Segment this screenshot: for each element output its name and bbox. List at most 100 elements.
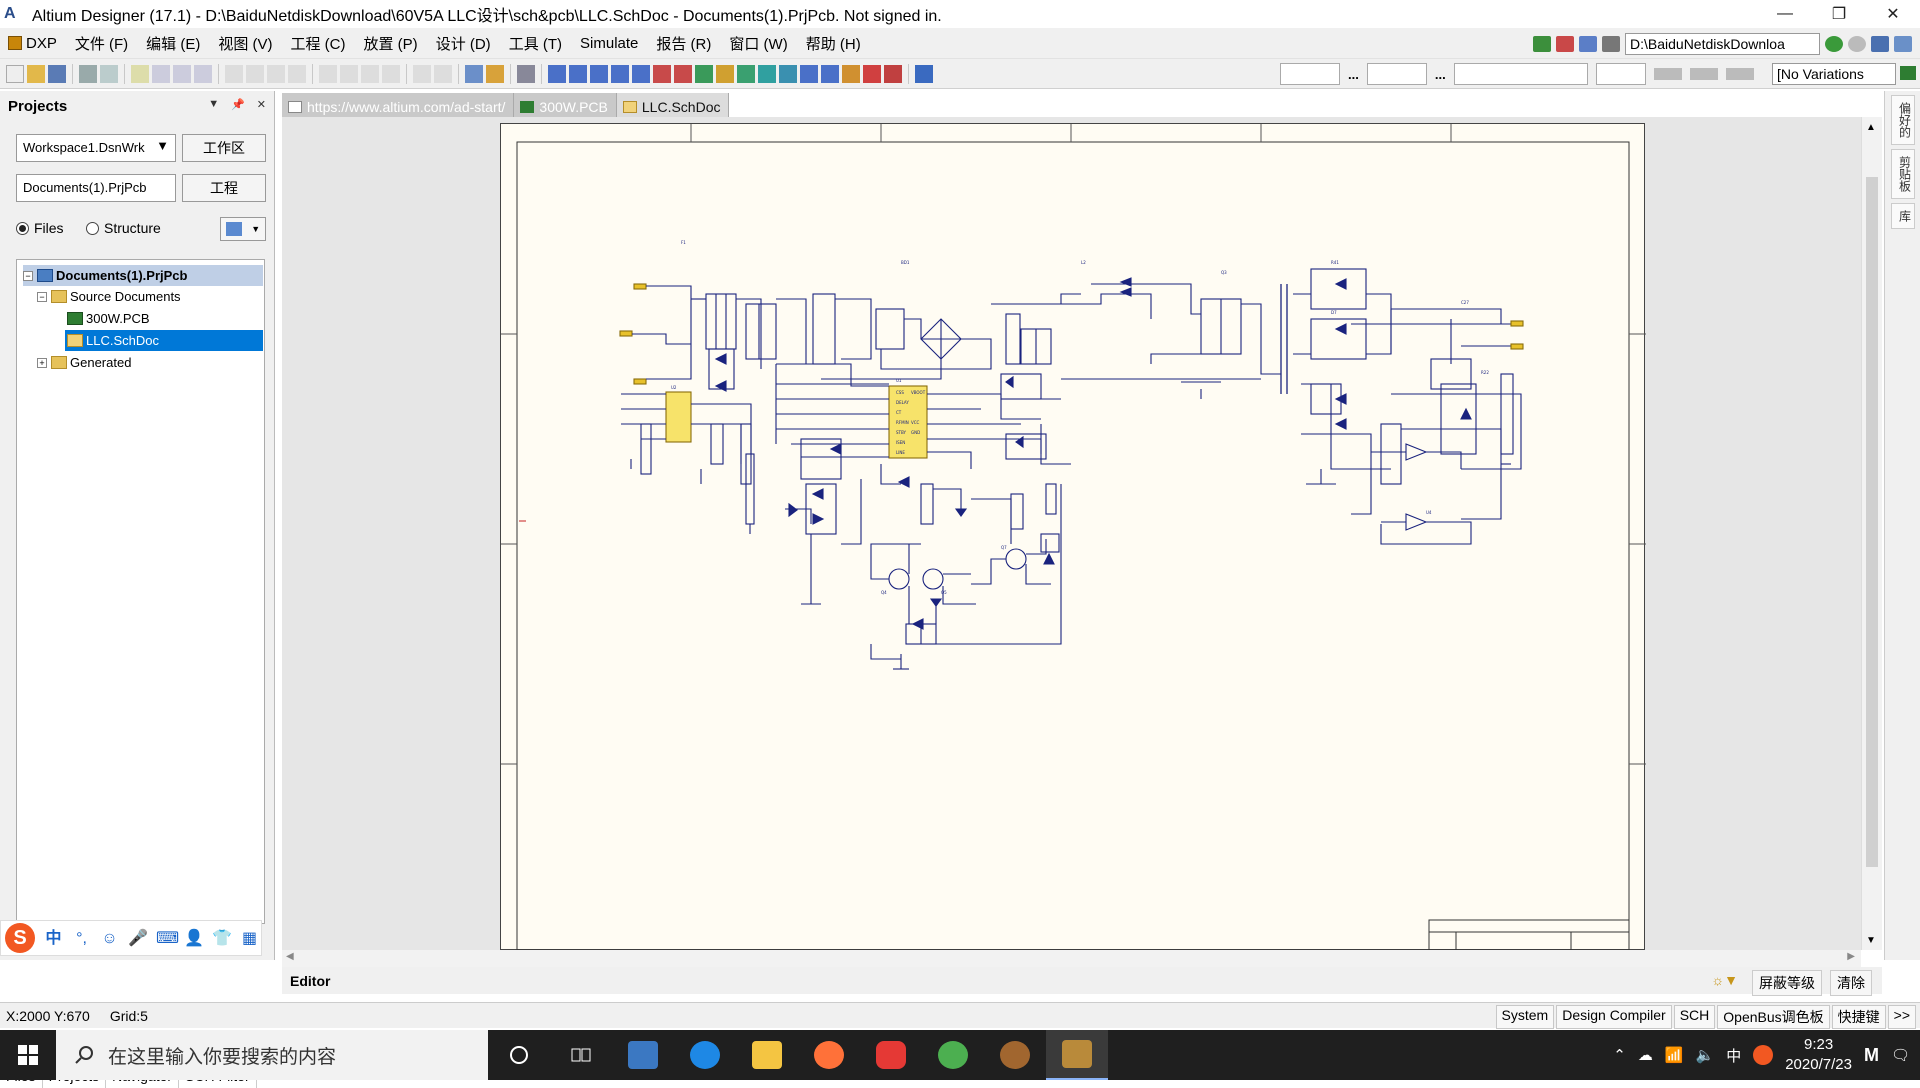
place-harness-entry-icon[interactable] xyxy=(800,64,818,83)
emoji-icon[interactable]: ☺ xyxy=(101,929,118,947)
maximize-button[interactable]: ❐ xyxy=(1831,6,1847,23)
menu-simulate[interactable]: Simulate xyxy=(580,34,639,52)
place-port-icon[interactable] xyxy=(821,64,839,83)
clear-button[interactable]: 清除 xyxy=(1830,970,1872,996)
menu-tools[interactable]: 工具 (T) xyxy=(508,35,563,53)
cortana-button[interactable] xyxy=(488,1030,550,1080)
tab-library[interactable]: 库 xyxy=(1890,203,1915,229)
volume-icon[interactable]: 🔈 xyxy=(1695,1047,1715,1064)
back-icon[interactable] xyxy=(1825,35,1843,52)
toolbox-icon[interactable]: ▦ xyxy=(241,929,258,947)
align-combo[interactable] xyxy=(1595,63,1646,85)
editor-tab[interactable]: Editor xyxy=(290,972,331,989)
place-no-erc-icon[interactable] xyxy=(863,64,881,83)
drawing-tools-icon[interactable] xyxy=(915,64,933,83)
collapse-icon[interactable]: − xyxy=(23,270,33,281)
place-gnd-icon[interactable] xyxy=(653,64,671,83)
project-options-button[interactable]: ▼ xyxy=(220,217,266,241)
expand-icon[interactable]: + xyxy=(37,357,47,368)
mask-filter-icon[interactable]: ☼▼ xyxy=(1711,972,1738,988)
status-more[interactable]: >> xyxy=(1887,1005,1916,1029)
tab-home[interactable]: https://www.altium.com/ad-start/ xyxy=(282,93,515,117)
taskbar-search[interactable]: 在这里输入你要搜索的内容 xyxy=(56,1030,488,1080)
line-style-icon[interactable] xyxy=(1653,68,1682,80)
close-button[interactable]: ✕ xyxy=(1886,6,1900,23)
browse-library-icon[interactable] xyxy=(517,64,535,83)
report-icon[interactable] xyxy=(1556,35,1574,52)
compile-icon[interactable] xyxy=(1533,35,1551,52)
zoom-area-icon[interactable] xyxy=(173,64,191,83)
status-openbus[interactable]: OpenBus调色板 xyxy=(1717,1005,1830,1029)
status-shortcuts[interactable]: 快捷键 xyxy=(1831,1005,1886,1029)
menu-window[interactable]: 窗口 (W) xyxy=(729,35,788,53)
minimize-button[interactable]: — xyxy=(1777,5,1793,22)
scroll-right-icon[interactable]: ▶ xyxy=(1847,951,1855,962)
panel-menu-icon[interactable]: ▼ xyxy=(208,98,220,110)
scroll-down-icon[interactable]: ▼ xyxy=(1866,935,1876,946)
user-icon[interactable]: 👤 xyxy=(184,929,204,947)
start-button[interactable] xyxy=(0,1030,56,1080)
tree-item-pcb[interactable]: 300W.PCB xyxy=(67,308,150,329)
tray-chevron-up-icon[interactable]: ⌃ xyxy=(1613,1047,1626,1064)
undo-icon[interactable] xyxy=(413,64,431,83)
variations-combo[interactable]: [No Variations xyxy=(1772,63,1896,85)
panel-close-icon[interactable]: ✕ xyxy=(256,99,266,111)
place-part-icon[interactable] xyxy=(695,64,713,83)
download-icon[interactable] xyxy=(1579,35,1597,52)
tree-item-generated[interactable]: + Generated xyxy=(37,352,131,373)
menu-place[interactable]: 放置 (P) xyxy=(363,35,418,53)
menu-edit[interactable]: 编辑 (E) xyxy=(146,35,201,53)
tab-llc-schdoc[interactable]: LLC.SchDoc xyxy=(616,93,730,117)
status-system[interactable]: System xyxy=(1495,1005,1555,1029)
vertical-scrollbar[interactable]: ▲ ▼ xyxy=(1861,117,1882,950)
project-button[interactable]: 工程 xyxy=(182,174,266,202)
pcb-icon[interactable] xyxy=(1900,66,1916,80)
place-pcb-layout-icon[interactable] xyxy=(884,64,902,83)
size-combo[interactable] xyxy=(1366,63,1427,85)
project-field[interactable]: Documents(1).PrjPcb xyxy=(16,174,176,202)
punctuation-icon[interactable]: °, xyxy=(76,929,87,947)
zoom-fit-icon[interactable] xyxy=(152,64,170,83)
clock[interactable]: 9:23 2020/7/23 xyxy=(1785,1036,1852,1073)
copy-icon[interactable] xyxy=(246,64,264,83)
collapse-icon[interactable]: − xyxy=(37,291,47,302)
ime-indicator[interactable]: 中 xyxy=(1726,1047,1742,1065)
rubber-stamp-icon[interactable] xyxy=(288,64,306,83)
tree-item-source-documents[interactable]: − Source Documents xyxy=(37,286,181,307)
pin-icon[interactable]: 📌 xyxy=(231,99,245,111)
menu-view[interactable]: 视图 (V) xyxy=(218,35,273,53)
tab-clipboard[interactable]: 剪贴板 xyxy=(1890,149,1915,199)
place-sheet-icon[interactable] xyxy=(716,64,734,83)
tree-item-project[interactable]: − Documents(1).PrjPcb xyxy=(23,265,263,286)
save-icon[interactable] xyxy=(48,64,66,83)
print-preview-icon[interactable] xyxy=(100,64,118,83)
zoom-selected-icon[interactable] xyxy=(194,64,212,83)
voice-icon[interactable]: 🎤 xyxy=(128,929,148,947)
path-combo[interactable]: D:\BaiduNetdiskDownloa xyxy=(1625,32,1820,55)
place-bus-entry-icon[interactable] xyxy=(590,64,608,83)
menu-dxp[interactable]: DXP xyxy=(0,35,66,52)
tree-item-schdoc[interactable]: LLC.SchDoc xyxy=(65,330,263,351)
taskbar-app-edge[interactable] xyxy=(674,1030,736,1080)
home-icon[interactable] xyxy=(1871,35,1889,52)
fill-style-icon[interactable] xyxy=(1689,68,1718,80)
vertical-scroll-thumb[interactable] xyxy=(1866,177,1878,867)
taskbar-app-wechat[interactable] xyxy=(922,1030,984,1080)
redo-icon[interactable] xyxy=(434,64,452,83)
skin-icon[interactable]: 👕 xyxy=(212,929,232,947)
style-combo[interactable] xyxy=(1453,63,1588,85)
deselect-icon[interactable] xyxy=(361,64,379,83)
select-area-icon[interactable] xyxy=(319,64,337,83)
notification-icon[interactable]: 🗨 xyxy=(1890,1047,1910,1064)
horizontal-scrollbar[interactable]: ◀ ▶ xyxy=(282,950,1861,967)
place-net-label-icon[interactable] xyxy=(611,64,629,83)
taskbar-app-firefox[interactable] xyxy=(798,1030,860,1080)
place-offsheet-icon[interactable] xyxy=(842,64,860,83)
scroll-up-icon[interactable]: ▲ xyxy=(1866,122,1876,133)
status-design-compiler[interactable]: Design Compiler xyxy=(1556,1005,1672,1029)
place-netlabel-text-icon[interactable] xyxy=(632,64,650,83)
mask-level-button[interactable]: 屏蔽等级 xyxy=(1752,970,1822,996)
sogou-logo-icon[interactable]: S xyxy=(5,923,35,953)
profile-icon[interactable]: M xyxy=(1863,1044,1879,1065)
font-combo[interactable] xyxy=(1280,63,1340,85)
